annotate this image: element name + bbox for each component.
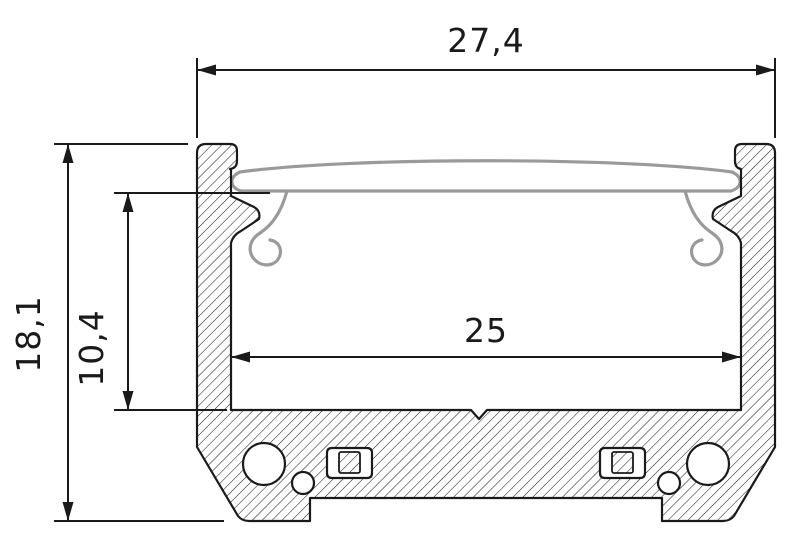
profile-section bbox=[195, 142, 777, 523]
arrowhead-right bbox=[756, 64, 775, 76]
dim-label-outer-width: 27,4 bbox=[447, 21, 524, 60]
left-slot-tab bbox=[338, 451, 361, 474]
arrowhead-right bbox=[722, 351, 741, 363]
arrowhead-left bbox=[231, 351, 250, 363]
dim-total-height: 18,1 bbox=[9, 143, 224, 522]
dim-label-inner-width: 25 bbox=[464, 311, 508, 350]
arrowhead-top bbox=[62, 144, 74, 163]
dim-outer-width: 27,4 bbox=[196, 21, 776, 138]
arrowhead-bottom bbox=[122, 391, 134, 410]
dim-inner-width: 25 bbox=[231, 311, 741, 363]
arrowhead-left bbox=[197, 64, 216, 76]
diffuser-right-leg bbox=[683, 189, 724, 267]
dim-label-inner-height: 10,4 bbox=[72, 309, 111, 386]
diffuser-cover bbox=[230, 159, 742, 267]
diffuser-top-plate bbox=[230, 159, 742, 193]
arrowhead-top bbox=[122, 193, 134, 212]
dim-label-total-height: 18,1 bbox=[9, 295, 48, 372]
dim-inner-height: 10,4 bbox=[72, 192, 270, 411]
diffuser-left-leg bbox=[248, 189, 289, 267]
arrowhead-bottom bbox=[62, 502, 74, 521]
aluminum-profile-body bbox=[195, 142, 777, 523]
right-slot-tab bbox=[611, 451, 634, 474]
